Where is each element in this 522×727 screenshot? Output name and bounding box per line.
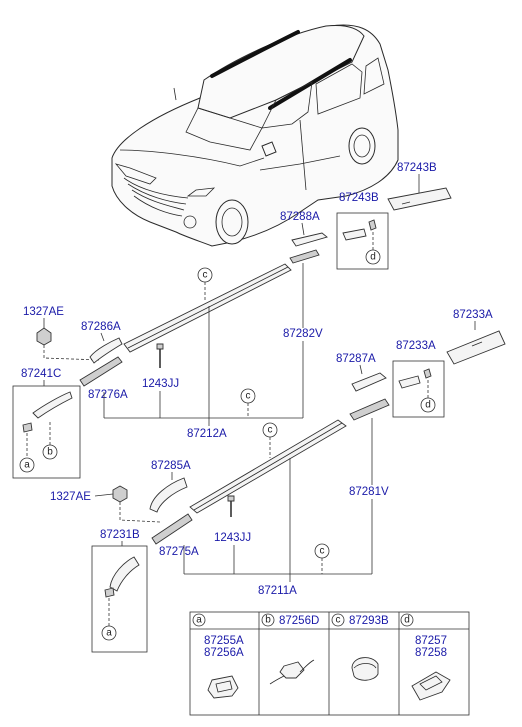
detail-box-87233A: [392, 360, 445, 418]
rear-rail-bracket: [289, 249, 320, 264]
legend-c-cap-illustration: [351, 657, 379, 681]
part-label-87231B: 87231B: [100, 529, 140, 541]
legend-d-part-1: 87257: [415, 635, 447, 647]
svg-text:d: d: [404, 615, 410, 626]
upper-roof-rail-group: 87288A c 1327AE 87286A 87276A 1243JJ 872…: [23, 211, 328, 440]
front-end-cover-87285A: [149, 477, 188, 513]
cover-detail-87231B: [109, 556, 140, 592]
legend-d-pad-illustration: [411, 671, 451, 701]
svg-text:c: c: [268, 425, 273, 436]
part-label-87243B-right: 87243B: [397, 162, 437, 174]
part-label-87281V: 87281V: [349, 486, 389, 498]
part-label-87276A: 87276A: [88, 389, 128, 401]
part-label-87286A: 87286A: [81, 321, 121, 333]
svg-text:c: c: [203, 270, 208, 281]
legend-c-circle: [331, 613, 345, 627]
part-87241C-box-group: 87241C a b: [12, 368, 81, 479]
part-label-1327AE-bottom: 1327AE: [50, 491, 91, 503]
part-label-1327AE-top: 1327AE: [23, 306, 64, 318]
lower-roof-rail-group: 87287A c 87285A 1327AE 87275A 1243JJ 872…: [50, 353, 390, 597]
rail-end-cover-87233A: [446, 330, 506, 365]
rear-rail-bracket-lower: [349, 398, 390, 421]
part-label-1243JJ-bottom: 1243JJ: [214, 532, 251, 544]
callout-legend-table: a 87255A 87256A b 87256D c 87293B d 8725…: [189, 611, 470, 716]
detail-box-87231B: [91, 545, 148, 653]
svg-text:d: d: [370, 252, 376, 263]
legend-d-circle: [400, 613, 414, 627]
svg-text:a: a: [24, 460, 30, 471]
part-label-87211A: 87211A: [258, 585, 297, 597]
part-label-87285A: 87285A: [151, 460, 191, 472]
legend-frame: [189, 611, 470, 716]
callout-d-circle-box2: [420, 397, 436, 413]
legend-a-part-1: 87255A: [204, 635, 244, 647]
svg-text:b: b: [265, 615, 271, 626]
bolt-head-1243JJ-top: [156, 343, 164, 350]
detail-box-87243B: [336, 212, 389, 270]
callout-a-circle-87241C: [19, 457, 35, 473]
nut-1327AE-top: [36, 327, 52, 346]
suv-car-illustration: [111, 24, 399, 247]
part-label-87275A: 87275A: [159, 546, 199, 558]
part-label-87233A-right: 87233A: [453, 309, 493, 321]
svg-text:d: d: [425, 400, 431, 411]
legend-d-part-2: 87258: [415, 647, 447, 659]
part-87233A-right-group: 87233A: [446, 309, 506, 365]
rear-end-cover-87287A: [351, 372, 387, 392]
clip-detail-87243B: [368, 219, 377, 231]
part-87231B-box-group: 87231B a: [91, 529, 148, 653]
end-cover-detail-87243B: [342, 228, 367, 241]
svg-text:c: c: [336, 615, 341, 626]
svg-text:a: a: [106, 628, 112, 639]
callout-b-circle-87241C: [42, 444, 58, 460]
part-label-87241C: 87241C: [21, 368, 61, 380]
bolt-head-1243JJ-bottom: [227, 495, 235, 502]
svg-text:c: c: [246, 391, 251, 402]
callout-a-circle-87231B: [101, 625, 117, 641]
part-label-87233A-box: 87233A: [396, 340, 436, 352]
clip-a-detail-87231B: [104, 587, 115, 598]
part-label-87282V: 87282V: [283, 328, 323, 340]
callout-d-circle-box1: [365, 249, 381, 265]
cover-detail-87233A: [398, 375, 421, 389]
legend-a-circle: [192, 613, 206, 627]
legend-b-part-1: 87256D: [279, 615, 319, 627]
legend-b-circle: [261, 613, 275, 627]
legend-c-part-1: 87293B: [349, 615, 389, 627]
nut-1327AE-bottom: [112, 485, 128, 503]
clip-a-detail-87241C: [22, 422, 33, 433]
svg-text:c: c: [320, 546, 325, 557]
clip-detail-87233A: [423, 368, 432, 379]
roof-rack-end-cover-87243B: [387, 187, 452, 211]
front-end-cover-87286A: [89, 337, 123, 364]
legend-a-part-2: 87256A: [204, 647, 244, 659]
part-87243B-box-group: 87243B d: [336, 192, 389, 270]
rear-end-cover-87288A: [291, 232, 328, 247]
legend-b-fastener-illustration: [279, 661, 305, 679]
part-label-87287A: 87287A: [336, 353, 376, 365]
front-rail-bracket-87275A: [151, 513, 193, 545]
part-87233A-box-group: 87233A d: [392, 340, 445, 418]
front-rail-bracket-87276A: [79, 356, 123, 387]
part-87243B-right-group: 87243B: [387, 162, 452, 211]
part-label-87288A: 87288A: [280, 211, 320, 223]
svg-text:b: b: [47, 447, 53, 458]
svg-text:a: a: [196, 615, 202, 626]
cover-detail-87241C: [32, 391, 73, 419]
part-label-1243JJ-top: 1243JJ: [142, 378, 179, 390]
part-label-87212A: 87212A: [187, 428, 227, 440]
part-label-87243B-box: 87243B: [339, 192, 379, 204]
